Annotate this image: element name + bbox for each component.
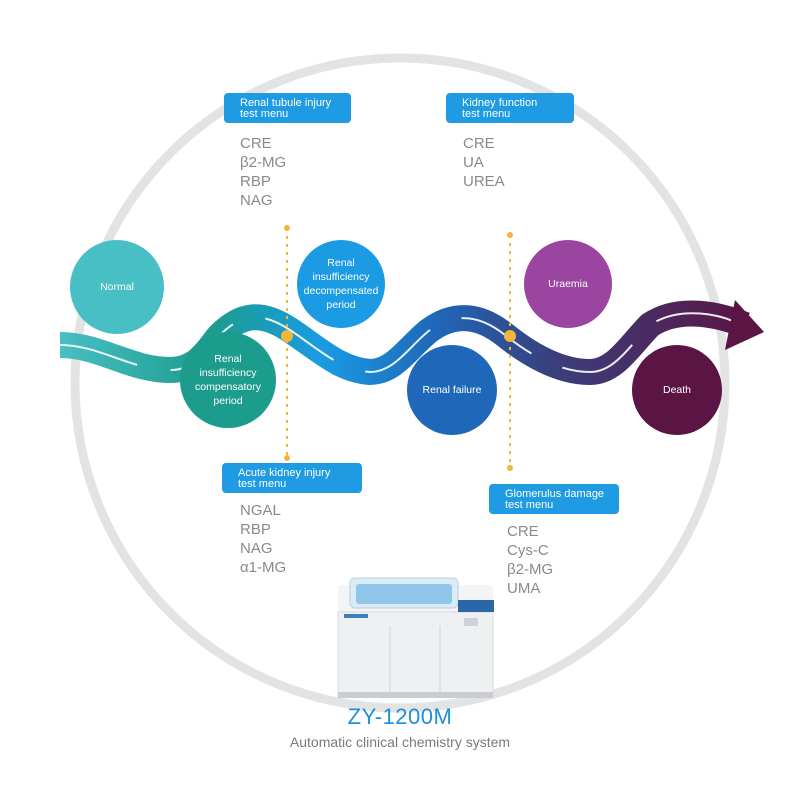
product-subtitle: Automatic clinical chemistry system: [289, 734, 511, 750]
test-item: UA: [463, 154, 484, 171]
tubule-test-menu-tag: Renal tubule injury test menu: [224, 93, 351, 123]
test-item: UMA: [507, 580, 541, 597]
test-item: β2-MG: [507, 561, 554, 578]
marker-dot: [281, 330, 293, 342]
stage-compensatory: Renal insufficiency compensatory period: [180, 332, 276, 428]
stage-label: Renal insufficiency decompensated period: [303, 257, 379, 311]
marker-dot: [504, 330, 516, 342]
cycle-ring: [70, 53, 730, 713]
tubule-test-list: CRE β2-MG RBP NAG: [240, 134, 286, 210]
stage-label: Normal: [100, 281, 134, 293]
test-item: NAG: [240, 192, 273, 209]
stage-death: Death: [632, 345, 722, 435]
marker-dot: [507, 232, 513, 238]
tag-subtitle: test menu: [505, 499, 554, 511]
test-item: CRE: [463, 135, 495, 152]
test-item: RBP: [240, 521, 271, 538]
marker-dot: [284, 455, 290, 461]
stage-decompensated: Renal insufficiency decompensated period: [297, 240, 385, 328]
tag-title: Renal tubule injury: [240, 97, 332, 109]
aki-test-menu-tag: Acute kidney injury test menu: [222, 463, 362, 493]
stage-normal: Normal: [70, 240, 164, 334]
test-item: RBP: [240, 173, 271, 190]
analyzer-machine-icon: [337, 577, 494, 698]
stage-label: Uraemia: [548, 278, 588, 290]
tag-subtitle: test menu: [240, 108, 289, 120]
test-item: UREA: [463, 173, 505, 190]
product-model: ZY-1200M: [347, 704, 453, 729]
marker-dot: [507, 465, 513, 471]
test-item: α1-MG: [240, 559, 287, 576]
glomerulus-test-list: CRE Cys-C β2-MG UMA: [507, 522, 553, 598]
stage-label: Renal insufficiency compensatory period: [195, 353, 261, 407]
test-item: CRE: [507, 523, 539, 540]
test-item: NAG: [240, 540, 273, 557]
glomerulus-test-menu-tag: Glomerulus damage test menu: [489, 484, 619, 514]
kidney-test-list: CRE UA UREA: [463, 134, 505, 191]
marker-dot: [284, 225, 290, 231]
tag-subtitle: test menu: [238, 478, 287, 490]
stage-renal-failure: Renal failure: [407, 345, 497, 435]
test-item: β2-MG: [240, 154, 287, 171]
tag-subtitle: test menu: [462, 108, 511, 120]
stage-label: Death: [662, 384, 692, 396]
aki-test-list: NGAL RBP NAG α1-MG: [240, 501, 286, 577]
tag-title: Acute kidney injury: [238, 467, 331, 479]
test-item: CRE: [240, 135, 272, 152]
tag-title: Kidney function: [462, 97, 538, 109]
kidney-function-test-menu-tag: Kidney function test menu: [446, 93, 574, 123]
tag-title: Glomerulus damage: [505, 488, 605, 500]
stage-label: Renal failure: [422, 384, 482, 396]
arrow-right-icon: [725, 300, 764, 350]
stage-uraemia: Uraemia: [524, 240, 612, 328]
test-item: NGAL: [240, 502, 281, 519]
test-item: Cys-C: [507, 542, 549, 559]
